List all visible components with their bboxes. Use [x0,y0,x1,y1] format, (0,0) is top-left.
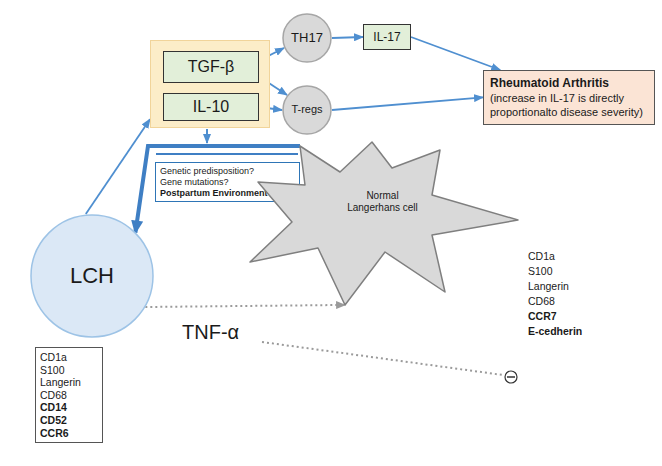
node-text: CD68 [40,389,98,402]
arrow-connector [332,37,363,38]
node-text: S100 [40,364,98,377]
marker-label: Langerin [528,280,569,293]
dotted-leader [262,342,503,375]
circle-shape [283,86,331,134]
down-arrow [206,129,208,143]
arrow-connector [332,97,483,110]
cell-circle: T-regs [282,85,332,135]
node-text: IL-10 [168,97,254,116]
cytokine-box: IL-17 [363,24,411,50]
inhibition-circle [505,371,517,383]
cell-circle: TH17 [282,13,332,63]
parallel-line [156,153,298,155]
cytokine-label: TNF-α [182,320,239,344]
node-text: CD1a [40,351,98,364]
node-text: Normal Langerhans cell [340,190,425,214]
text-holder: Rheumatoid Arthritis (increase in IL-17 i… [484,71,654,124]
node-text: Genetic predisposition? [160,166,295,177]
text-holder: T-regs [282,85,332,135]
node-text: CCR6 [40,427,98,440]
text-holder: LCH [30,214,154,338]
text-holder: CD1aS100LangerinCD68CD14CD52CCR6 [36,348,102,442]
lch-circle: LCH [30,214,154,338]
cytokine-box: TGF-β [163,51,259,83]
disease-box: Rheumatoid Arthritis (increase in IL-17 i… [483,70,655,125]
marker-label: CD68 [528,295,555,308]
node-text: Rheumatoid Arthritis [490,76,648,90]
arrow-connector [411,37,500,70]
marker-label: E-cedherin [528,325,582,338]
text-holder: IL-17 [364,28,410,46]
marker-label: CD1a [528,250,555,263]
node-text: TGF-β [168,57,254,76]
circle-shape [283,14,331,62]
cytokine-box: IL-10 [163,93,259,121]
star-outline [245,138,520,308]
node-text: CD52 [40,414,98,427]
langerhans-cell: Normal Langerhans cell [245,138,520,308]
node-text: LCH [70,263,114,289]
dotted-arrow [145,305,345,307]
node-text: CD14 [40,401,98,414]
text-holder: TH17 [282,13,332,63]
marker-list: CD1aS100LangerinCD68CD14CD52CCR6 [35,347,103,443]
star-shape [250,142,518,305]
inhibition-minus [507,376,515,378]
node-text: Langerin [40,376,98,389]
inhibition-symbol [505,371,517,383]
node-text: T-regs [291,103,322,116]
text-holder: TGF-β [164,55,258,78]
cytokine-group: TGF-βIL-10 [150,40,270,128]
text-holder: IL-10 [164,95,258,118]
node-text: (increase in IL-17 is directly proportio… [490,92,648,118]
circle-shape [31,215,153,337]
node-text: IL-17 [368,30,406,44]
marker-label: S100 [528,265,553,278]
node-text: TH17 [291,30,323,46]
marker-label: CCR7 [528,310,557,323]
text-holder: Normal Langerhans cell [340,190,425,214]
